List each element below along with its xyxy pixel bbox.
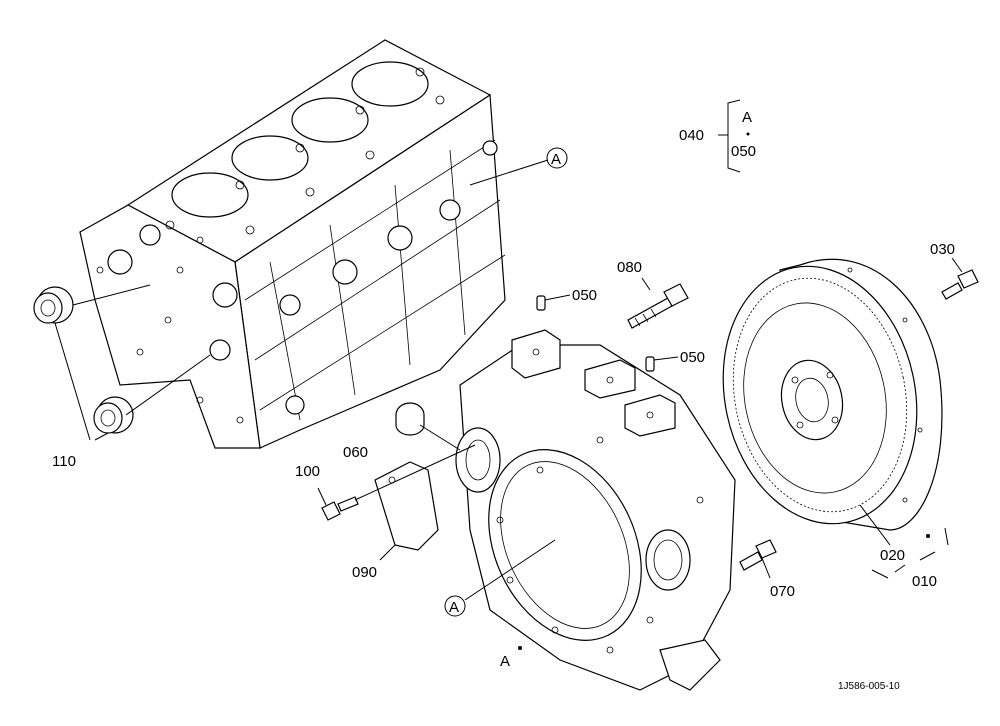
bracket-label-050: 050 xyxy=(731,143,756,160)
label-050-lower: 050 xyxy=(680,349,705,366)
label-090: 090 xyxy=(352,564,377,581)
ref-a-bottom: A xyxy=(449,599,459,616)
label-100: 100 xyxy=(295,463,320,480)
flywheel-ref-dot xyxy=(926,534,930,538)
dowel-pin-upper xyxy=(536,295,546,311)
label-030: 030 xyxy=(930,241,955,258)
bracket-dot xyxy=(746,132,750,136)
label-110: 110 xyxy=(52,453,76,470)
label-070: 070 xyxy=(770,583,795,600)
bracket-ref-a: A xyxy=(742,109,752,126)
bolt-030 xyxy=(941,269,979,300)
label-040: 040 xyxy=(679,127,704,144)
flywheel xyxy=(722,258,943,531)
leader-110 xyxy=(54,322,109,441)
dowel-pin-lower xyxy=(645,356,655,372)
bracket-040 xyxy=(718,99,741,173)
figure-code: 1J586-005-10 xyxy=(838,681,900,692)
label-060: 060 xyxy=(343,444,368,461)
flywheel-housing xyxy=(455,329,736,691)
label-010: 010 xyxy=(912,573,937,590)
ref-a-point: A xyxy=(500,653,510,670)
bolt-100 xyxy=(321,496,359,521)
cover-plate-090 xyxy=(374,461,439,551)
ref-circle-a-top xyxy=(546,147,568,169)
plug-lower xyxy=(93,396,134,434)
ref-circle-a-bottom xyxy=(444,595,466,617)
engine-block xyxy=(79,39,506,449)
label-050-upper: 050 xyxy=(572,287,597,304)
cap-060 xyxy=(395,402,425,436)
ref-point-dot xyxy=(518,646,522,650)
bolt-070 xyxy=(739,539,777,571)
label-080: 080 xyxy=(617,259,642,276)
plug-upper xyxy=(33,286,74,324)
ref-a-top: A xyxy=(551,151,561,168)
bolt-080 xyxy=(627,283,689,329)
label-020: 020 xyxy=(880,547,905,564)
